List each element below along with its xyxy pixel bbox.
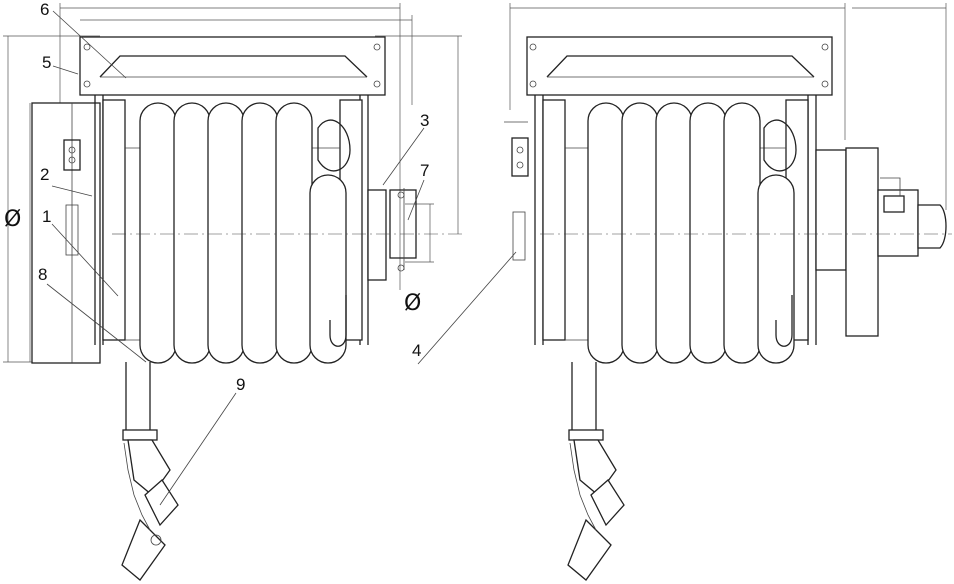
left-view bbox=[3, 3, 466, 581]
axle-housing bbox=[367, 189, 387, 281]
callout-1: 1 bbox=[42, 207, 51, 226]
leader-lines bbox=[46, 10, 517, 506]
right-hose-nozzle bbox=[567, 362, 625, 581]
left-flange bbox=[102, 99, 126, 341]
hose-nozzle bbox=[121, 362, 179, 581]
callout-6: 6 bbox=[40, 0, 49, 19]
hose-coils bbox=[139, 102, 351, 364]
diameter-symbol-drum: Ø bbox=[4, 207, 21, 232]
right-clamp bbox=[504, 121, 529, 261]
right-hose-coils bbox=[587, 102, 797, 364]
left-view-dimensions bbox=[3, 3, 462, 363]
callout-7: 7 bbox=[420, 161, 429, 180]
callout-5: 5 bbox=[42, 53, 51, 72]
left-clamp bbox=[63, 139, 81, 256]
callout-2: 2 bbox=[40, 165, 49, 184]
callout-9: 9 bbox=[236, 375, 245, 394]
callout-4: 4 bbox=[412, 341, 421, 360]
right-view-dimensions bbox=[509, 3, 947, 210]
diameter-symbol-axle: Ø bbox=[404, 291, 421, 316]
right-view bbox=[504, 3, 952, 581]
hose-hook bbox=[329, 295, 347, 347]
callout-3: 3 bbox=[420, 111, 429, 130]
callout-8: 8 bbox=[38, 265, 47, 284]
motor-unit bbox=[815, 147, 947, 337]
